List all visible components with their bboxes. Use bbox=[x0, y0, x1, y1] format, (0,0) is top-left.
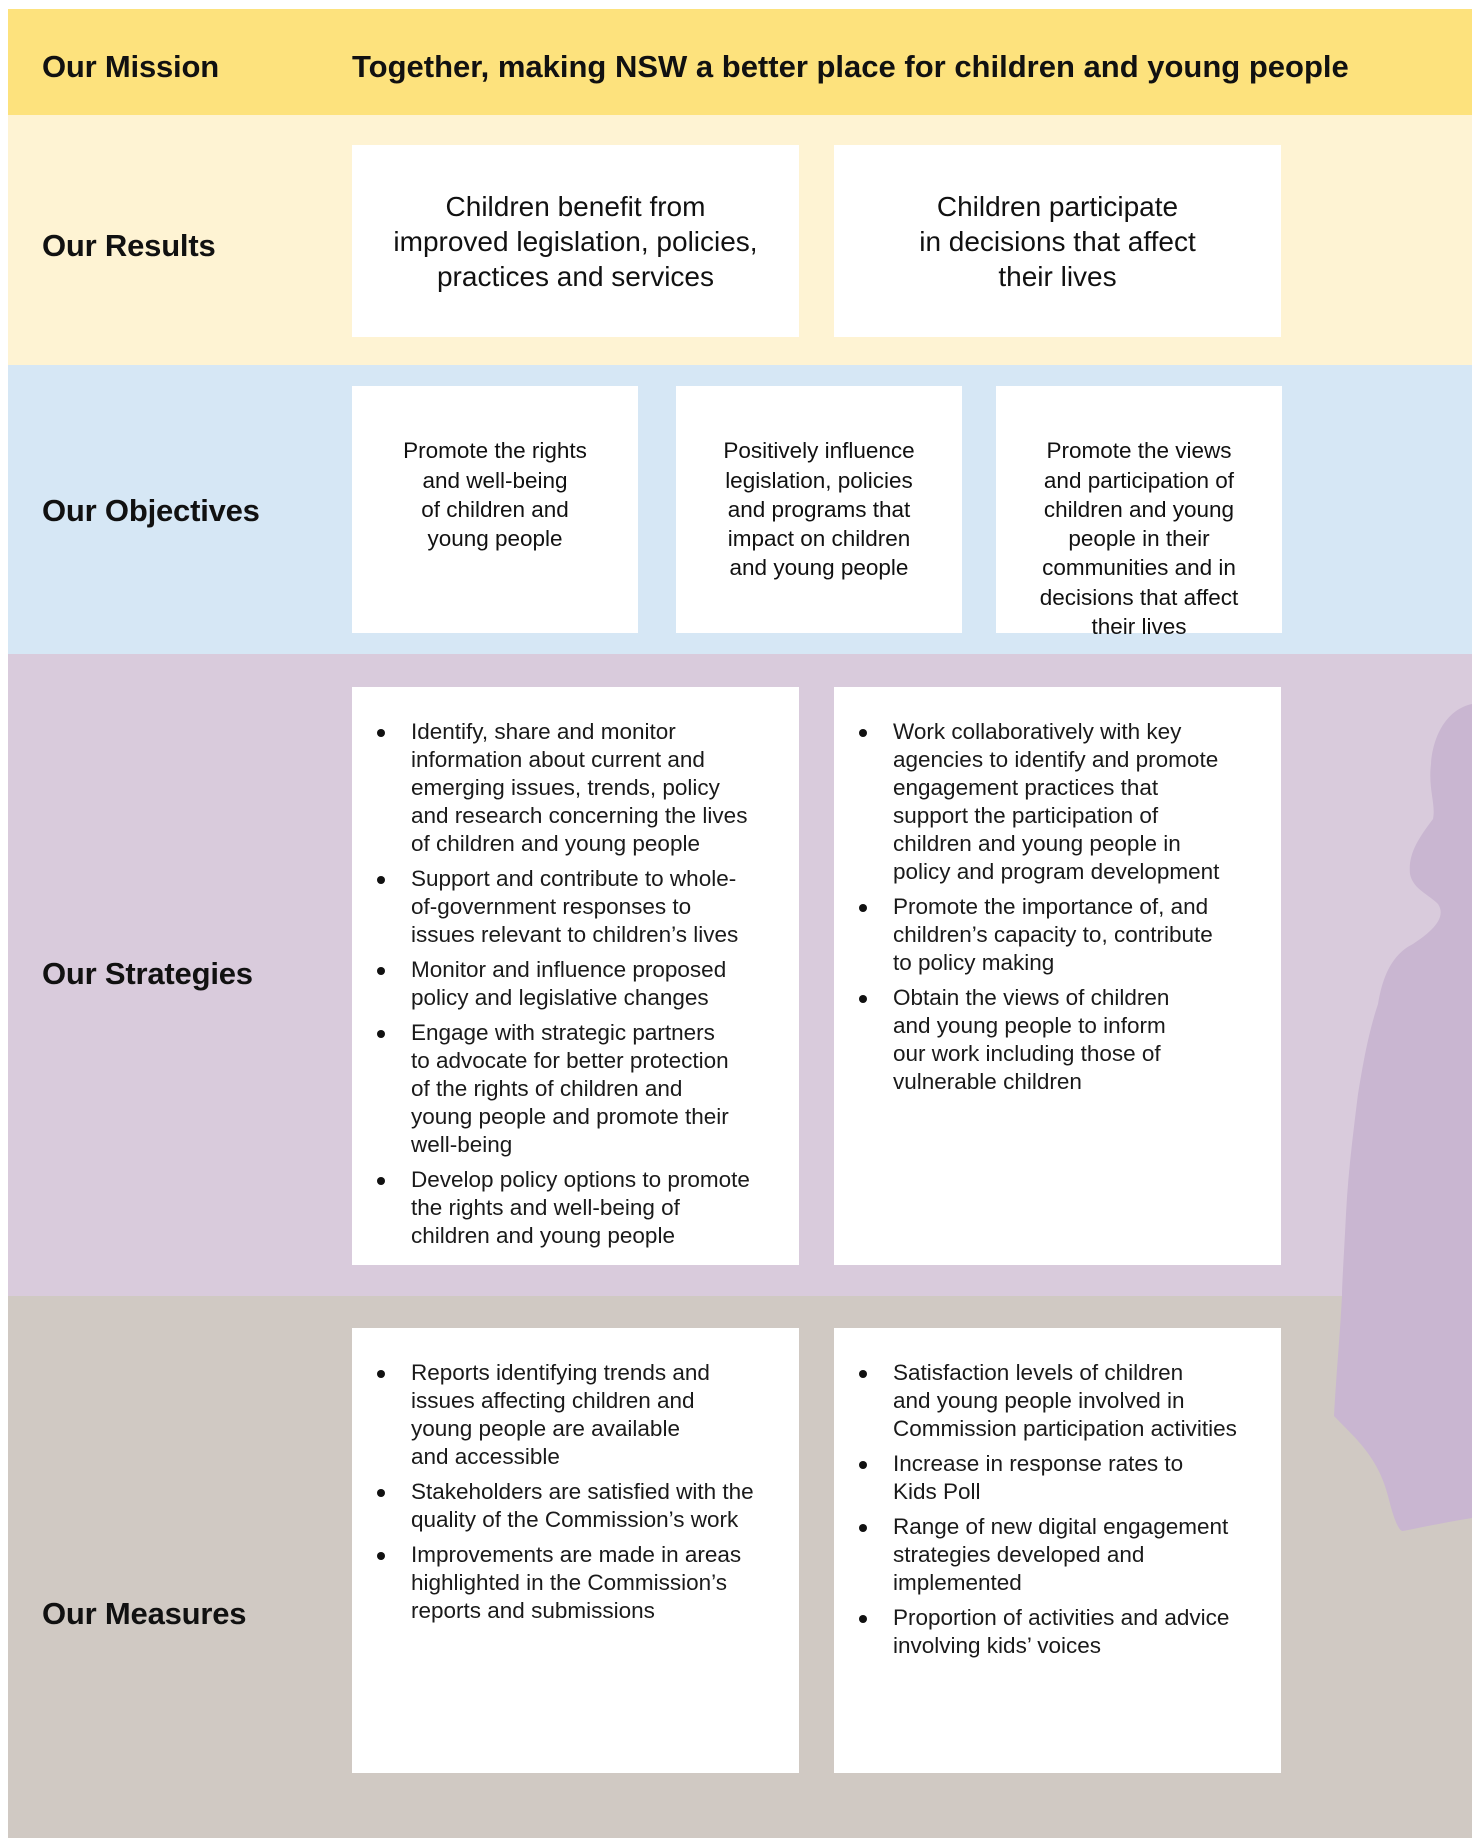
result-text-2: Children participate in decisions that a… bbox=[919, 190, 1196, 292]
objective-box-1: Promote the rights and well-being of chi… bbox=[352, 386, 638, 633]
strategies-list-left: Identify, share and monitor information … bbox=[352, 718, 783, 1250]
strategies-label: Our Strategies bbox=[42, 956, 253, 991]
list-item: Proportion of activities and advice invo… bbox=[834, 1604, 1269, 1660]
strategies-box-right: Work collaboratively with key agencies t… bbox=[834, 687, 1281, 1265]
list-item: Develop policy options to promote the ri… bbox=[352, 1166, 783, 1250]
list-item: Range of new digital engagement strategi… bbox=[834, 1513, 1269, 1597]
measures-box-right: Satisfaction levels of children and youn… bbox=[834, 1328, 1281, 1773]
objectives-band: Our Objectives Promote the rights and we… bbox=[8, 365, 1472, 654]
measures-list-left: Reports identifying trends and issues af… bbox=[352, 1359, 787, 1625]
list-item: Increase in response rates to Kids Poll bbox=[834, 1450, 1269, 1506]
mission-statement: Together, making NSW a better place for … bbox=[352, 49, 1349, 84]
strategies-box-left: Identify, share and monitor information … bbox=[352, 687, 799, 1265]
list-item: Stakeholders are satisfied with the qual… bbox=[352, 1478, 787, 1534]
list-item: Engage with strategic partners to advoca… bbox=[352, 1019, 783, 1159]
list-item: Improvements are made in areas highlight… bbox=[352, 1541, 787, 1625]
mission-band: Our Mission Together, making NSW a bette… bbox=[8, 9, 1472, 115]
result-text-1: Children benefit from improved legislati… bbox=[393, 190, 758, 292]
measures-list-right: Satisfaction levels of children and youn… bbox=[834, 1359, 1269, 1660]
list-item: Support and contribute to whole- of-gove… bbox=[352, 865, 783, 949]
mission-label: Our Mission bbox=[42, 49, 219, 84]
list-item: Satisfaction levels of children and youn… bbox=[834, 1359, 1269, 1443]
objective-box-3: Promote the views and participation of c… bbox=[996, 386, 1282, 639]
list-item: Monitor and influence proposed policy an… bbox=[352, 956, 783, 1012]
child-silhouette-graphic bbox=[1342, 704, 1472, 1296]
silhouette-shape-upper bbox=[1342, 704, 1472, 1296]
list-item: Identify, share and monitor information … bbox=[352, 718, 783, 858]
objective-text-1: Promote the rights and well-being of chi… bbox=[403, 438, 587, 552]
objective-text-3: Promote the views and participation of c… bbox=[1039, 438, 1239, 640]
result-box-1: Children benefit from improved legislati… bbox=[352, 145, 799, 337]
objective-text-2: Positively influence legislation, polici… bbox=[723, 438, 915, 581]
results-band: Our Results Children benefit from improv… bbox=[8, 115, 1472, 365]
list-item: Reports identifying trends and issues af… bbox=[352, 1359, 787, 1471]
result-box-2: Children participate in decisions that a… bbox=[834, 145, 1281, 337]
measures-label: Our Measures bbox=[42, 1596, 247, 1631]
list-item: Work collaboratively with key agencies t… bbox=[834, 718, 1265, 886]
objectives-label: Our Objectives bbox=[42, 493, 260, 528]
strategies-list-right: Work collaboratively with key agencies t… bbox=[834, 718, 1265, 1096]
objective-box-2: Positively influence legislation, polici… bbox=[676, 386, 962, 633]
child-silhouette-graphic-lower bbox=[1334, 1296, 1472, 1531]
silhouette-shape-lower bbox=[1334, 1296, 1472, 1531]
results-label: Our Results bbox=[42, 228, 216, 263]
strategies-band: Our Strategies Identify, share and monit… bbox=[8, 654, 1472, 1296]
list-item: Promote the importance of, and children’… bbox=[834, 893, 1265, 977]
list-item: Obtain the views of children and young p… bbox=[834, 984, 1265, 1096]
measures-box-left: Reports identifying trends and issues af… bbox=[352, 1328, 799, 1773]
measures-band: Our Measures Reports identifying trends … bbox=[8, 1296, 1472, 1838]
